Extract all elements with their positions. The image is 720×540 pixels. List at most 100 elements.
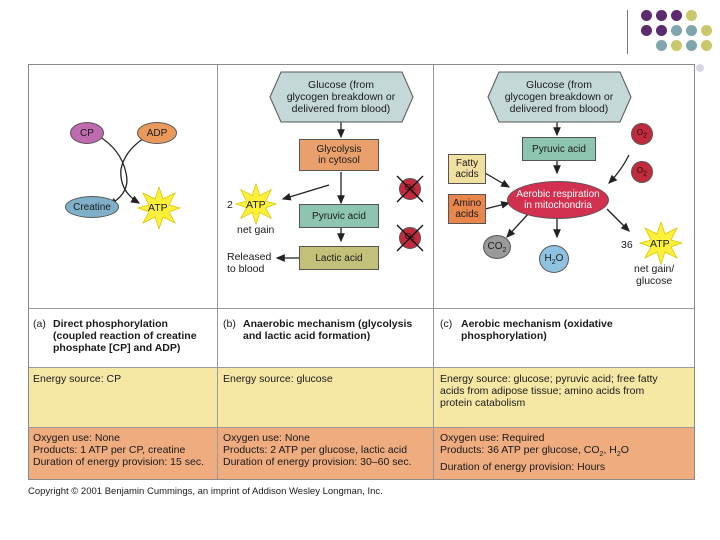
decoration-line <box>627 10 628 54</box>
glucose-text-c-1: Glucose (from <box>526 79 592 91</box>
caption-c-2: phosphorylation) <box>461 330 547 342</box>
oxygen-a: Oxygen use: None <box>33 432 120 444</box>
glycolysis-label-1: Glycolysis <box>316 144 362 155</box>
caption-letter-b: (b) <box>223 318 236 330</box>
lactic-label: Lactic acid <box>315 252 363 264</box>
decoration-dot <box>656 25 667 36</box>
h2o-label: H2O <box>544 252 564 266</box>
cp-oval: CP <box>70 122 104 144</box>
decoration-dot <box>656 40 667 51</box>
oxygen-c: Oxygen use: Required <box>440 432 545 444</box>
caption-c-1: Aerobic mechanism (oxidative <box>461 318 613 330</box>
decoration-dot <box>686 25 697 36</box>
cp-label: CP <box>80 127 94 139</box>
o2-circle: O2 <box>631 161 653 183</box>
glycolysis-box: Glycolysis in cytosol <box>299 139 379 171</box>
atp-label-c: ATP <box>650 238 670 250</box>
decoration-dot <box>686 40 697 51</box>
glucose-hexagon-b <box>269 71 414 123</box>
creatine-oval: Creatine <box>65 196 119 218</box>
glycolysis-label-2: in cytosol <box>318 155 360 166</box>
glucose-text-b-3: delivered from blood) <box>291 103 391 115</box>
released-text-1: Released <box>227 251 272 263</box>
divider <box>433 65 434 479</box>
fatty-label-1: Fatty <box>455 158 479 169</box>
atp-label-b: ATP <box>246 199 266 211</box>
h2o-circle: H2O <box>539 245 569 273</box>
atp-label-a: ATP <box>148 202 168 214</box>
pyruvic-acid-box-c: Pyruvic acid <box>522 137 596 161</box>
products-b: Products: 2 ATP per glucose, lactic acid <box>223 444 408 456</box>
net-gain-b: net gain <box>237 224 275 236</box>
decoration-dot <box>671 10 682 21</box>
duration-a: Duration of energy provision: 15 sec. <box>33 456 205 468</box>
lactic-acid-box: Lactic acid <box>299 246 379 270</box>
energy-source-c-2: acids from adipose tissue; amino acids f… <box>440 385 645 397</box>
decoration-dot <box>671 25 682 36</box>
o2-circle: O2 <box>631 123 653 145</box>
mitochondria-oval: Aerobic respiration in mitochondria <box>507 181 609 219</box>
pyruvic-acid-box-b: Pyruvic acid <box>299 204 379 228</box>
duration-b: Duration of energy provision: 30–60 sec. <box>223 456 412 468</box>
caption-a-2: (coupled reaction of creatine <box>53 330 197 342</box>
net-gain-c-1: net gain/ <box>634 263 675 275</box>
co2-label: CO2 <box>487 240 507 254</box>
released-text-2: to blood <box>227 263 265 275</box>
amino-label-2: acids <box>455 209 479 220</box>
adp-label: ADP <box>146 127 168 139</box>
net-gain-c-2: glucose <box>636 275 673 287</box>
divider <box>29 367 694 368</box>
atp-starburst-icon <box>235 183 277 225</box>
mito-label-2: in mitochondria <box>524 200 592 211</box>
o2-label-c-1: O2 <box>636 128 648 140</box>
glucose-text-c-2: glycogen breakdown or <box>504 91 614 103</box>
products-c: Products: 36 ATP per glucose, CO2, H2O <box>440 444 629 459</box>
decoration-dot <box>641 10 652 21</box>
energy-source-b: Energy source: glucose <box>223 373 333 385</box>
oxygen-duration-band <box>29 427 694 479</box>
arrows-layer <box>96 121 630 262</box>
caption-letter-a: (a) <box>33 318 46 330</box>
glucose-hexagon-c <box>487 71 632 123</box>
copyright-text: Copyright © 2001 Benjamin Cummings, an i… <box>28 486 383 497</box>
amino-label-1: Amino <box>452 198 482 209</box>
caption-a-3: phosphate [CP] and ADP) <box>53 342 181 354</box>
energy-source-band <box>29 367 694 427</box>
atp-starburst-icon <box>639 221 683 265</box>
glucose-text-b-2: glycogen breakdown or <box>286 91 396 103</box>
decoration-dot <box>696 64 704 72</box>
co2-circle: CO2 <box>483 235 511 259</box>
energy-systems-figure: CP ADP Creatine ATP Glucose (from glycog… <box>28 64 695 480</box>
products-a: Products: 1 ATP per CP, creatine <box>33 444 186 456</box>
pyruvic-label-b: Pyruvic acid <box>312 210 366 222</box>
decoration-dot <box>656 10 667 21</box>
mito-label-1: Aerobic respiration <box>516 189 600 200</box>
energy-source-a: Energy source: CP <box>33 373 122 385</box>
atp-count-c: 36 <box>621 239 633 251</box>
decoration-dot <box>671 40 682 51</box>
energy-source-c-1: Energy source: glucose; pyruvic acid; fr… <box>440 373 658 385</box>
atp-starburst-icon <box>137 186 181 230</box>
decoration-dot <box>701 25 712 36</box>
creatine-label: Creatine <box>73 201 111 213</box>
caption-letter-c: (c) <box>440 318 453 330</box>
fatty-label-2: acids <box>455 169 479 180</box>
caption-b-1: Anaerobic mechanism (glycolysis <box>243 318 413 330</box>
glucose-text-b-1: Glucose (from <box>308 79 374 91</box>
decoration-dot <box>701 40 712 51</box>
amino-acids-box: Amino acids <box>448 194 486 224</box>
atp-count-b: 2 <box>227 199 233 211</box>
duration-c: Duration of energy provision: Hours <box>440 461 606 474</box>
divider <box>29 427 694 428</box>
fatty-acids-box: Fatty acids <box>448 154 486 184</box>
glucose-text-c-3: delivered from blood) <box>509 103 609 115</box>
cross-out-icon <box>396 175 424 252</box>
caption-b-2: and lactic acid formation) <box>243 330 371 342</box>
oxygen-b: Oxygen use: None <box>223 432 310 444</box>
adp-oval: ADP <box>137 122 177 144</box>
o2-label-c-2: O2 <box>636 166 648 178</box>
decoration-dot <box>686 10 697 21</box>
divider <box>29 308 694 309</box>
caption-a-1: Direct phosphorylation <box>53 318 168 330</box>
energy-source-c-3: protein catabolism <box>440 397 526 409</box>
